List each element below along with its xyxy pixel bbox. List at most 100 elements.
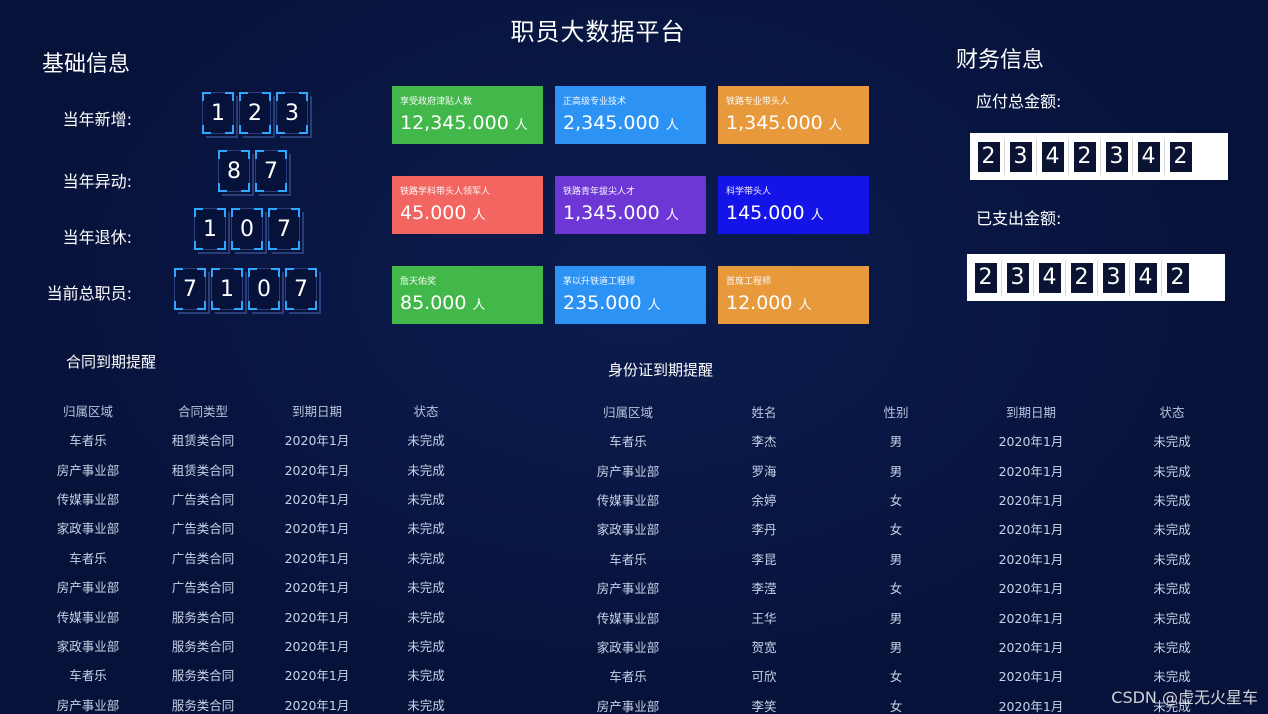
table-cell: 家政事业部 [596,639,660,655]
table-cell: 未完成 [407,697,445,713]
table-cell: 房产事业部 [56,462,120,478]
card-value: 145.000 [726,202,805,224]
card-label: 正高级专业技术 [563,97,627,107]
digit: 1 [202,92,234,134]
column-header: 到期日期 [1005,405,1056,420]
column-header: 合同类型 [177,404,228,419]
card-unit: 人 [472,298,486,313]
table-header-row: 归属区域 合同类型 到期日期 状态 [28,396,476,425]
table-cell: 广告类合同 [171,580,235,596]
fin-digit: 3 [1102,262,1125,293]
table-cell: 李杰 [751,434,777,450]
table-cell: 房产事业部 [56,580,120,596]
table-cell: 2020年1月 [998,610,1064,626]
idcard-table-title: 身份证到期提醒 [608,361,714,379]
stat-digits-new: 1 2 3 [202,92,308,134]
column-header: 归属区域 [602,405,653,420]
table-cell: 2020年1月 [284,521,350,537]
fin-digit: 3 [1105,141,1128,172]
table-cell: 未完成 [1153,610,1191,626]
table-cell: 李滢 [751,581,777,597]
digit: 8 [218,150,250,192]
column-header: 状态 [413,404,439,419]
table-cell: 未完成 [1153,522,1191,538]
table-cell: 未完成 [1153,639,1191,655]
finance-title: 财务信息 [956,48,1045,73]
table-cell: 服务类合同 [171,609,235,625]
table-cell: 未完成 [1153,669,1191,685]
card-label: 铁路学科带头人领军人 [400,187,491,197]
table-cell: 未完成 [407,668,445,684]
table-cell: 2020年1月 [998,492,1064,508]
table-cell: 2020年1月 [284,462,350,478]
table-cell: 2020年1月 [998,698,1064,714]
table-cell: 车者乐 [609,669,647,685]
card-label: 首席工程师 [726,277,772,287]
card-unit: 人 [828,118,842,133]
table-cell: 未完成 [1153,434,1191,450]
page-title: 职员大数据平台 [510,18,686,46]
table-cell: 未完成 [407,521,445,537]
paid-amount: 2 3 4 2 3 4 2 [967,254,1225,301]
digit: 7 [285,268,317,310]
card-value: 85.000 [400,292,467,314]
table-cell: 2020年1月 [998,581,1064,597]
table-cell: 家政事业部 [596,522,660,538]
fin-digit: 2 [1169,141,1192,172]
column-header: 归属区域 [62,404,113,419]
table-cell: 未完成 [407,638,445,654]
fin-digit: 3 [1006,262,1029,293]
contract-table-title: 合同到期提醒 [66,353,157,371]
table-cell: 租赁类合同 [171,462,235,478]
stat-label-change: 当年异动: [62,172,132,191]
table-cell: 未完成 [1153,698,1191,714]
card-unit: 人 [810,208,824,223]
table-cell: 未完成 [407,433,445,449]
table-cell: 2020年1月 [998,551,1064,567]
table-cell: 2020年1月 [998,522,1064,538]
card-label: 铁路青年拔尖人才 [563,187,636,197]
table-cell: 2020年1月 [284,550,350,566]
fin-digit: 4 [1041,141,1064,172]
fin-digit: 2 [1070,262,1093,293]
table-cell: 车者乐 [609,551,647,567]
stat-label-total: 当前总职员: [46,284,132,303]
table-cell: 服务类合同 [171,697,235,713]
table-cell: 车者乐 [69,668,107,684]
table-header-row: 归属区域 姓名 性别 到期日期 状态 [568,397,1234,426]
table-cell: 传媒事业部 [56,491,120,507]
card-unit: 人 [472,208,486,223]
card-unit: 人 [665,208,679,223]
card-unit: 人 [798,298,812,313]
table-cell: 未完成 [407,580,445,596]
table-cell: 传媒事业部 [596,610,660,626]
payable-label: 应付总金额: [976,92,1062,111]
table-cell: 2020年1月 [284,609,350,625]
table-cell: 女 [889,669,903,685]
fin-digit: 4 [1137,141,1160,172]
table-cell: 可欣 [751,669,777,685]
digit: 2 [239,92,271,134]
card-value: 12,345.000 [400,112,509,134]
table-cell: 女 [889,492,903,508]
fin-digit: 2 [1073,141,1096,172]
table-cell: 广告类合同 [171,491,235,507]
column-header: 性别 [883,405,909,420]
table-cell: 罗海 [751,463,777,479]
table-cell: 房产事业部 [596,581,660,597]
table-cell: 家政事业部 [56,521,120,537]
